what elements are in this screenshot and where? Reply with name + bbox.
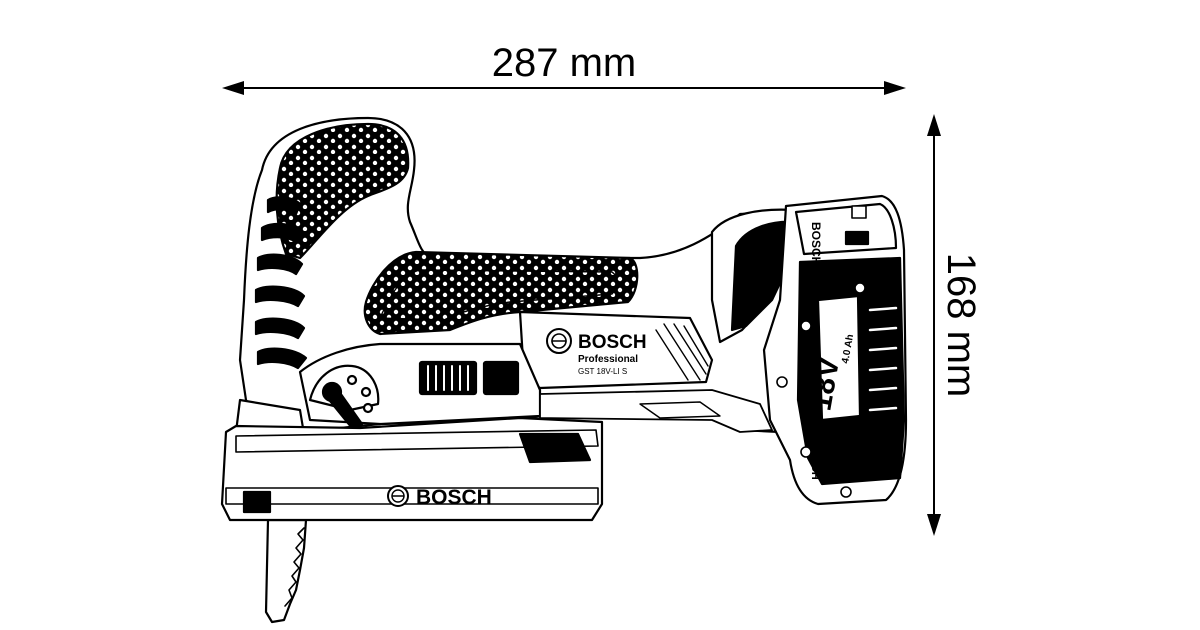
base-plate-top — [235, 429, 599, 453]
height-arrow-top — [927, 114, 941, 136]
battery-label-panel — [816, 294, 862, 422]
baseplate-logo-symbol — [387, 485, 409, 507]
nameplate-model: GST 18V-LI S — [578, 367, 627, 376]
rear-handle-inner — [379, 269, 618, 321]
width-arrow-right — [884, 81, 906, 95]
pendulum-dial — [308, 364, 380, 430]
width-arrow-left — [222, 81, 244, 95]
battery-top-panel — [794, 202, 898, 256]
base-plate-front — [225, 487, 599, 505]
nameplate-brand: BOSCH — [578, 332, 647, 353]
jigsaw-drawing: BOSCH Professional GST 18V-LI S — [220, 116, 908, 624]
rear-handle-grip — [363, 250, 639, 336]
nameplate-vents — [655, 323, 709, 381]
height-label: 168 mm — [939, 253, 983, 398]
width-label: 287 mm — [492, 41, 637, 85]
height-dimension: 168 mm — [927, 114, 983, 536]
front-ribs — [254, 196, 308, 370]
trigger-area — [639, 401, 721, 419]
baseplate-brand: BOSCH — [416, 486, 492, 509]
bosch-logo-symbol — [546, 328, 572, 354]
blade-teeth — [284, 527, 305, 607]
battery-ribs — [868, 306, 898, 412]
vent-slot-lines — [427, 365, 469, 391]
saw-blade — [264, 518, 308, 624]
battery-shoulder-dark — [730, 220, 798, 332]
battery-latch — [844, 230, 870, 246]
base-plate-recess — [518, 432, 592, 464]
width-dimension: 287 mm — [222, 41, 906, 95]
battery-top-brand: BOSCH — [809, 222, 823, 265]
nameplate-line: Professional — [578, 354, 638, 365]
height-arrow-bottom — [927, 514, 941, 536]
battery-side-brand: BOSCH — [809, 440, 821, 480]
front-grip — [275, 122, 410, 260]
vent-slots — [418, 360, 520, 396]
battery-capacity: 4.0 Ah — [840, 333, 856, 364]
base-plate — [220, 416, 604, 522]
handle-underside — [539, 389, 773, 433]
base-plate-slot — [242, 490, 272, 514]
battery-screws — [776, 282, 866, 498]
battery-indicator — [851, 205, 867, 219]
